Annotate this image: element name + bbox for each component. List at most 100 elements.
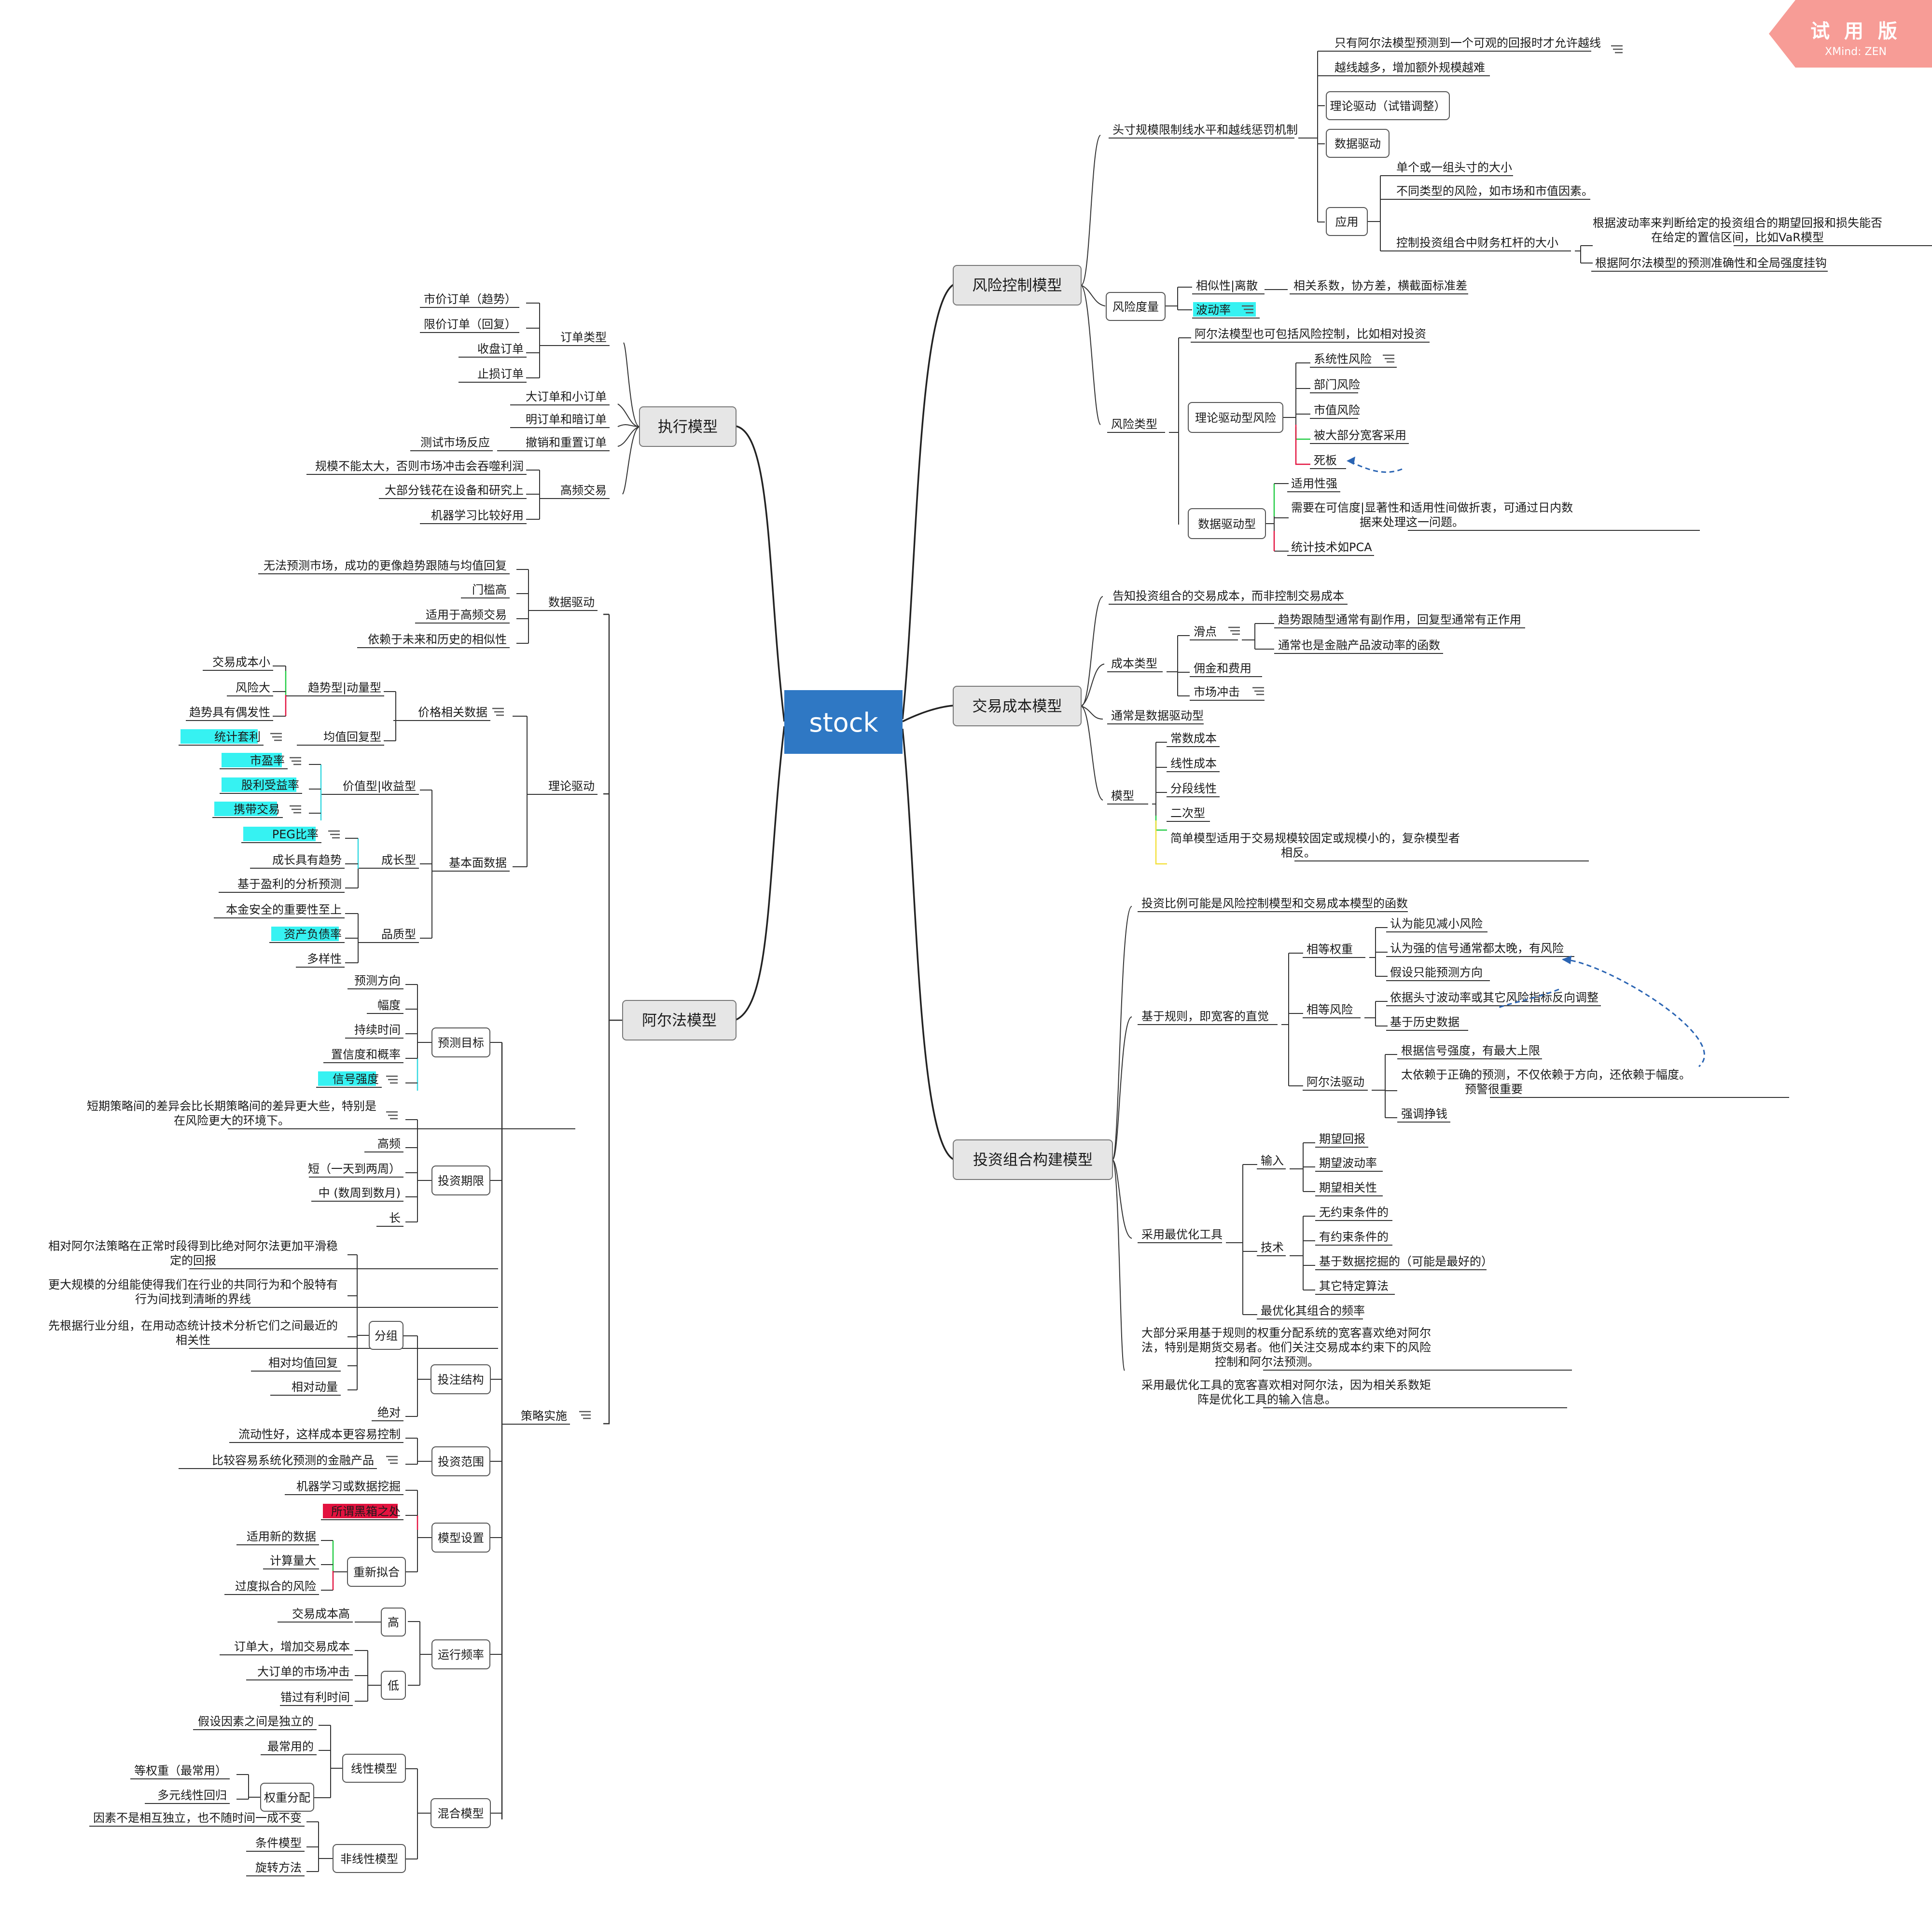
node-al-quality[interactable]: 品质型 [381,928,416,941]
node-tc-impact[interactable]: 市场冲击 [1194,685,1240,699]
node-st-h-0a[interactable]: 短期策略间的差异会比长期策略间的差异更大些，特别是 [87,1099,376,1113]
node-st-lin[interactable]: 线性模型 [351,1762,397,1775]
node-st-scope-2[interactable]: 比较容易系统化预测的金融产品 [212,1454,374,1467]
node-al-data-4[interactable]: 依赖于未来和历史的相似性 [368,633,507,646]
node-al-trend-2[interactable]: 风险大 [236,681,270,694]
note-icon[interactable] [1252,687,1264,695]
node-risk-theory-1[interactable]: 系统性风险 [1314,352,1372,366]
node-risk-measure-2[interactable]: 波动率 [1196,303,1231,317]
node-st-s-abs[interactable]: 绝对 [377,1406,401,1419]
node-ex-order-1[interactable]: 市价订单（趋势） [424,292,516,306]
node-st-g-3a[interactable]: 先根据行业分组，在用动态统计技术分析它们之间最近的 [48,1319,338,1332]
node-st-low-2[interactable]: 大订单的市场冲击 [257,1665,350,1678]
node-al-value-3[interactable]: 携带交易 [234,803,280,816]
node-pc-tech-4[interactable]: 其它特定算法 [1319,1279,1389,1293]
node-st-horizon[interactable]: 投资期限 [438,1174,484,1188]
node-pc-in-1[interactable]: 期望回报 [1319,1132,1365,1146]
node-pc-in[interactable]: 输入 [1261,1154,1284,1167]
node-al-growth-3[interactable]: 基于盈利的分析预测 [237,877,342,891]
node-pc-alpha-2a[interactable]: 太依赖于正确的预测，不仅依赖于方向，还依赖于幅度。 [1401,1068,1691,1082]
node-al-quality-2[interactable]: 资产负债率 [284,928,342,941]
node-risk-apply[interactable]: 应用 [1335,215,1359,229]
node-st-refit-3[interactable]: 过度拟合的风险 [235,1580,316,1593]
node-risk-data-3[interactable]: 统计技术如PCA [1291,541,1372,554]
node-tc[interactable]: 交易成本模型 [973,698,1062,715]
node-st-g-1a[interactable]: 相对阿尔法策略在正常时段得到比绝对阿尔法更加平滑稳 [48,1239,338,1253]
node-st-lin-1[interactable]: 假设因素之间是独立的 [198,1715,314,1728]
node-risk-type-0[interactable]: 阿尔法模型也可包括风险控制，比如相对投资 [1195,327,1426,341]
node-al-theory[interactable]: 理论驱动 [548,779,595,793]
node-st-m-1[interactable]: 机器学习或数据挖掘 [296,1480,401,1493]
node-al-data-3[interactable]: 适用于高频交易 [426,608,507,622]
node-risk-theory-3[interactable]: 市值风险 [1314,403,1360,417]
node-tc-slip[interactable]: 滑点 [1194,625,1217,638]
node-st-nl-2[interactable]: 条件模型 [255,1836,302,1850]
node-al-trend-3[interactable]: 趋势具有偶发性 [189,706,270,719]
node-tc-model-2[interactable]: 线性成本 [1170,757,1217,770]
node-pc[interactable]: 投资组合构建模型 [973,1151,1093,1169]
node-risk-data-2a[interactable]: 需要在可信度|显著性和适用性间做折衷，可通过日内数 [1291,501,1573,514]
node-st-mix[interactable]: 混合模型 [438,1807,484,1820]
node-ex-hf[interactable]: 高频交易 [560,484,607,497]
node-risk-theory[interactable]: 理论驱动型风险 [1195,411,1276,425]
node-st-nl[interactable]: 非线性模型 [340,1852,398,1866]
node-root[interactable]: stock [809,707,878,738]
node-st-group[interactable]: 分组 [375,1329,398,1343]
node-pc-tech-3[interactable]: 基于数据挖掘的（可能是最好的） [1319,1255,1493,1268]
node-st-freq[interactable]: 运行频率 [438,1648,484,1662]
note-icon[interactable] [1228,626,1240,635]
node-ex-3[interactable]: 明订单和暗订单 [526,413,607,426]
node-al-price[interactable]: 价格相关数据 [418,706,487,719]
note-icon[interactable] [579,1411,591,1419]
node-tc-slip-2[interactable]: 通常也是金融产品波动率的函数 [1278,638,1440,652]
node-tc-type[interactable]: 成本类型 [1111,657,1157,670]
note-icon[interactable] [290,757,301,765]
node-st-g-2b[interactable]: 行为间找到清晰的界线 [135,1292,251,1306]
node-st-h-0b[interactable]: 在风险更大的环境下。 [174,1114,290,1127]
node-st-g-1b[interactable]: 定的回报 [170,1254,216,1267]
node-tc-model-5a[interactable]: 简单模型适用于交易规模较固定或规模小的，复杂模型者 [1170,832,1460,845]
node-al-trend[interactable]: 趋势型|动量型 [308,681,381,694]
node-st-refit[interactable]: 重新拟合 [353,1566,400,1579]
node-pc-alpha-3[interactable]: 强调挣钱 [1401,1107,1447,1121]
node-pc-in-3[interactable]: 期望相关性 [1319,1181,1377,1194]
node-pc-rule[interactable]: 基于规则，即宽客的直觉 [1141,1010,1269,1023]
node-tc-1[interactable]: 告知投资组合的交易成本，而非控制交易成本 [1112,589,1344,603]
node-risk-theory-2[interactable]: 部门风险 [1314,378,1360,391]
node-al-growth[interactable]: 成长型 [381,853,416,867]
node-al-trend-1[interactable]: 交易成本小 [212,655,270,669]
node-ex-hf-2[interactable]: 大部分钱花在设备和研究上 [385,484,524,497]
node-pc-n1c[interactable]: 控制和阿尔法预测。 [1215,1355,1319,1369]
node-exec[interactable]: 执行模型 [658,418,718,436]
node-al-quality-1[interactable]: 本金安全的重要性至上 [226,903,342,916]
note-icon[interactable] [386,1075,398,1084]
node-st-g-4[interactable]: 相对均值回复 [268,1356,338,1370]
node-al-mean-1[interactable]: 统计套利 [214,730,261,744]
node-st-goal-5[interactable]: 信号强度 [333,1072,379,1086]
node-risk-data-2b[interactable]: 据来处理这一问题。 [1360,515,1464,529]
node-tc-fee[interactable]: 佣金和费用 [1194,662,1251,675]
node-al-value[interactable]: 价值型|收益型 [343,779,416,793]
node-risk-apply-3a2[interactable]: 在给定的置信区间，比如VaR模型 [1651,231,1824,244]
node-ex-2[interactable]: 大订单和小订单 [526,390,607,403]
node-pc-tech-2[interactable]: 有约束条件的 [1319,1230,1389,1244]
node-pc-n2b[interactable]: 阵是优化工具的输入信息。 [1197,1393,1336,1406]
node-st-m-2[interactable]: 所谓黑箱之处 [331,1505,401,1518]
note-icon[interactable] [290,805,301,814]
node-ex-order-2[interactable]: 限价订单（回复） [424,318,516,331]
node-al-strat[interactable]: 策略实施 [521,1409,567,1423]
node-pc-1[interactable]: 投资比例可能是风险控制模型和交易成本模型的函数 [1141,897,1408,910]
node-risk-limit[interactable]: 头寸规模限制线水平和越线惩罚机制 [1112,123,1298,137]
node-alpha[interactable]: 阿尔法模型 [642,1012,717,1029]
node-risk-apply-3[interactable]: 控制投资组合中财务杠杆的大小 [1396,236,1558,250]
node-ex-hf-3[interactable]: 机器学习比较好用 [431,509,524,522]
note-icon[interactable] [386,1111,398,1120]
node-st-model[interactable]: 模型设置 [438,1531,484,1545]
node-al-growth-1[interactable]: PEG比率 [272,828,319,841]
node-st-low-3[interactable]: 错过有利时间 [280,1691,350,1704]
node-al-data[interactable]: 数据驱动 [548,596,595,609]
node-tc-model-1[interactable]: 常数成本 [1170,732,1217,745]
node-tc-model-4[interactable]: 二次型 [1170,806,1205,820]
node-pc-n1a[interactable]: 大部分采用基于规则的权重分配系统的宽客喜欢绝对阿尔 [1141,1326,1431,1340]
node-st-lin-2[interactable]: 最常用的 [267,1740,314,1753]
